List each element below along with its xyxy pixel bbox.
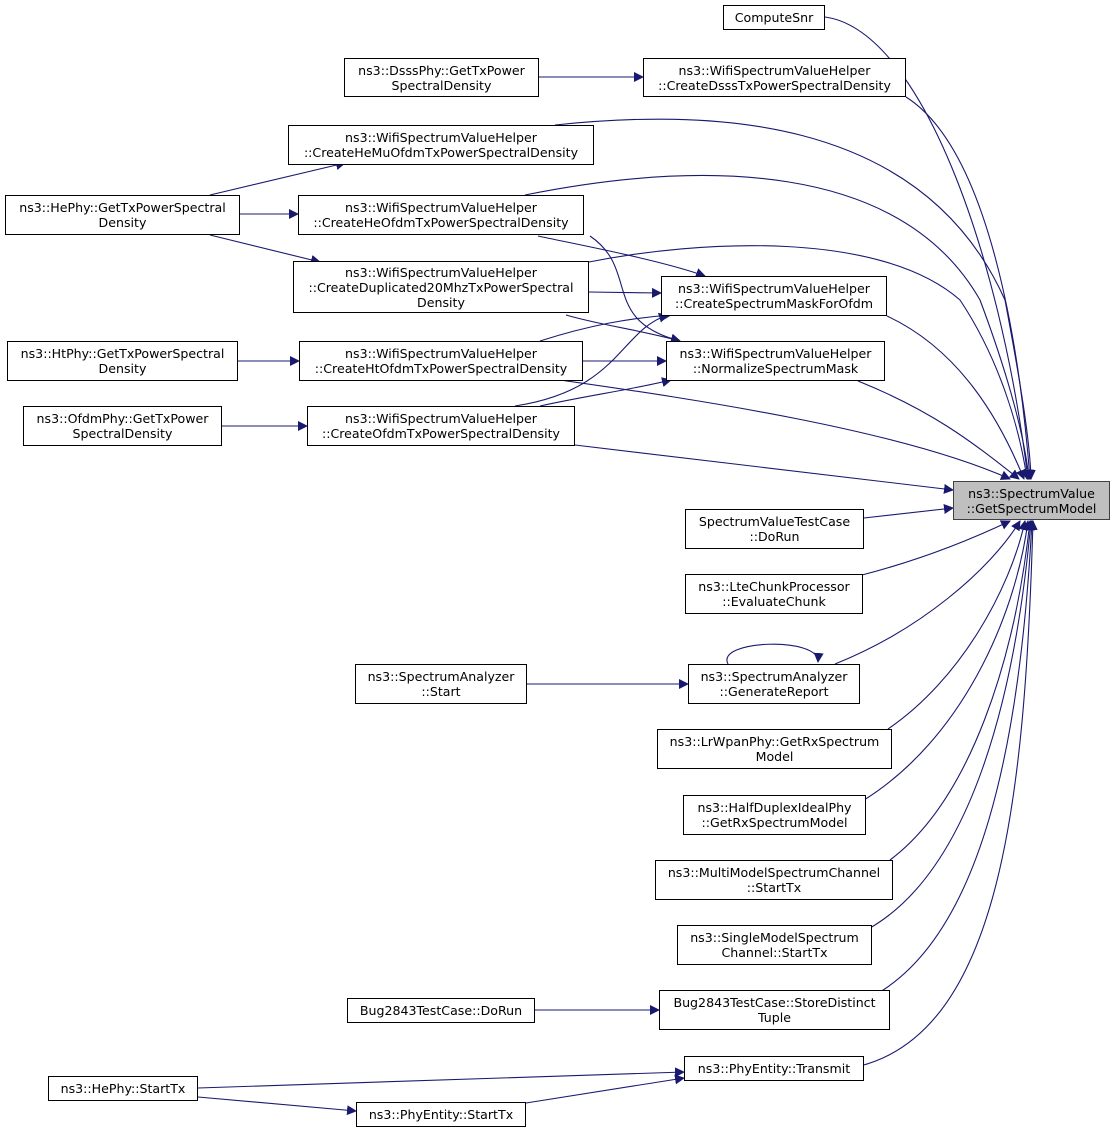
edge-create-ofdm-to-normalize: [539, 377, 672, 407]
node-hephy-starttx[interactable]: ns3::HePhy::StartTx: [48, 1076, 198, 1101]
node-create-ht-label: ns3::WifiSpectrumValueHelper ::CreateHtO…: [314, 346, 568, 376]
edge-create-he-to-create-mask: [537, 235, 706, 278]
node-htphy-get-tx-power-label: ns3::HtPhy::GetTxPowerSpectral Density: [20, 346, 225, 376]
node-spectrum-analyzer-start-label: ns3::SpectrumAnalyzer ::Start: [367, 669, 515, 699]
node-half-duplex-ideal-phy[interactable]: ns3::HalfDuplexIdealPhy ::GetRxSpectrumM…: [683, 795, 866, 835]
node-bug2843-store-distinct[interactable]: Bug2843TestCase::StoreDistinct Tuple: [659, 990, 890, 1030]
node-phy-entity-transmit[interactable]: ns3::PhyEntity::Transmit: [684, 1056, 864, 1081]
edge-create-he-to-normalize: [589, 235, 681, 344]
node-create-duplicated-label: ns3::WifiSpectrumValueHelper ::CreateDup…: [308, 264, 574, 310]
node-create-spectrum-mask-label: ns3::WifiSpectrumValueHelper ::CreateSpe…: [674, 281, 874, 311]
node-dsss-get-tx-power-label: ns3::DsssPhy::GetTxPower SpectralDensity: [358, 62, 525, 93]
node-create-spectrum-mask[interactable]: ns3::WifiSpectrumValueHelper ::CreateSpe…: [661, 276, 887, 316]
node-multi-model-channel[interactable]: ns3::MultiModelSpectrumChannel ::StartTx: [655, 860, 893, 900]
call-edges: [197, 16, 1038, 1116]
node-bug2843-store-distinct-label: Bug2843TestCase::StoreDistinct Tuple: [673, 995, 876, 1025]
node-hephy-get-tx-power[interactable]: ns3::HePhy::GetTxPowerSpectral Density: [5, 195, 240, 235]
edge-lrwpan-to-target: [887, 520, 1028, 730]
edge-create-mask-to-target: [886, 315, 1026, 480]
node-spectrum-value-testcase-label: SpectrumValueTestCase ::DoRun: [698, 514, 851, 544]
node-single-model-channel-label: ns3::SingleModelSpectrum Channel::StartT…: [690, 930, 859, 960]
edge-create-dup-to-target: [588, 245, 1031, 480]
node-create-hemu[interactable]: ns3::WifiSpectrumValueHelper ::CreateHeM…: [288, 125, 594, 165]
node-phy-entity-starttx-label: ns3::PhyEntity::StartTx: [368, 1107, 514, 1122]
edge-lte-to-target: [861, 520, 1011, 576]
edge-hephy-starttx-to-transmit: [197, 1067, 685, 1089]
node-dsss-get-tx-power[interactable]: ns3::DsssPhy::GetTxPower SpectralDensity: [344, 58, 539, 97]
node-normalize-spectrum-mask-label: ns3::WifiSpectrumValueHelper ::Normalize…: [679, 346, 872, 376]
node-phy-entity-transmit-label: ns3::PhyEntity::Transmit: [697, 1061, 851, 1076]
edge-phy-starttx-to-transmit: [525, 1074, 685, 1104]
node-single-model-channel[interactable]: ns3::SingleModelSpectrum Channel::StartT…: [677, 925, 872, 965]
node-generate-report-label: ns3::SpectrumAnalyzer ::GenerateReport: [700, 669, 848, 699]
node-normalize-spectrum-mask[interactable]: ns3::WifiSpectrumValueHelper ::Normalize…: [666, 341, 885, 381]
edge-computesnr-to-target: [824, 16, 1032, 480]
node-spectrum-value-testcase[interactable]: SpectrumValueTestCase ::DoRun: [685, 509, 864, 549]
edge-create-dsss-to-target: [905, 96, 1035, 480]
node-target-label: ns3::SpectrumValue ::GetSpectrumModel: [966, 485, 1097, 516]
edge-create-hemu-to-target: [554, 118, 1036, 480]
node-lrwpan-phy-label: ns3::LrWpanPhy::GetRxSpectrum Model: [669, 734, 880, 764]
edge-halfduplex-to-target: [863, 520, 1032, 801]
node-compute-snr[interactable]: ComputeSnr: [723, 5, 825, 30]
node-multi-model-channel-label: ns3::MultiModelSpectrumChannel ::StartTx: [667, 865, 881, 895]
edge-create-ht-to-create-mask: [539, 310, 672, 342]
node-create-ofdm-label: ns3::WifiSpectrumValueHelper ::CreateOfd…: [321, 411, 561, 441]
edge-create-ofdm-to-target: [574, 444, 954, 494]
edge-hephy-starttx-to-phy-starttx: [197, 1096, 357, 1116]
node-create-he-label: ns3::WifiSpectrumValueHelper ::CreateHeO…: [313, 200, 569, 230]
node-create-ht[interactable]: ns3::WifiSpectrumValueHelper ::CreateHtO…: [299, 341, 583, 381]
edge-he-get-to-create-dup: [209, 234, 321, 265]
node-target: ns3::SpectrumValue ::GetSpectrumModel: [953, 481, 1110, 520]
node-lte-chunk-processor[interactable]: ns3::LteChunkProcessor ::EvaluateChunk: [685, 574, 863, 614]
edge-create-dup-to-normalize: [565, 314, 681, 344]
node-lrwpan-phy[interactable]: ns3::LrWpanPhy::GetRxSpectrum Model: [657, 729, 892, 769]
edge-create-dup-to-create-mask: [588, 287, 662, 298]
edge-create-ht-to-target: [559, 379, 1011, 480]
edge-genreport-to-target: [834, 520, 1021, 665]
node-bug2843-dorun[interactable]: Bug2843TestCase::DoRun: [347, 998, 535, 1023]
node-create-he[interactable]: ns3::WifiSpectrumValueHelper ::CreateHeO…: [298, 195, 584, 235]
node-hephy-starttx-label: ns3::HePhy::StartTx: [60, 1081, 186, 1096]
node-create-dsss[interactable]: ns3::WifiSpectrumValueHelper ::CreateDss…: [643, 58, 906, 97]
node-create-hemu-label: ns3::WifiSpectrumValueHelper ::CreateHeM…: [303, 130, 579, 160]
node-create-dsss-label: ns3::WifiSpectrumValueHelper ::CreateDss…: [658, 62, 891, 93]
node-compute-snr-label: ComputeSnr: [734, 10, 814, 25]
edge-normalize-to-target: [857, 380, 1020, 480]
node-create-duplicated[interactable]: ns3::WifiSpectrumValueHelper ::CreateDup…: [293, 261, 589, 313]
edge-genreport-self-loop: [726, 643, 824, 665]
edge-transmit-to-target: [859, 520, 1038, 1067]
node-phy-entity-starttx[interactable]: ns3::PhyEntity::StartTx: [356, 1102, 526, 1127]
node-hephy-get-tx-power-label: ns3::HePhy::GetTxPowerSpectral Density: [19, 200, 226, 230]
node-ofdmphy-get-tx-power-label: ns3::OfdmPhy::GetTxPower SpectralDensity: [36, 411, 209, 441]
node-generate-report[interactable]: ns3::SpectrumAnalyzer ::GenerateReport: [688, 664, 860, 704]
node-create-ofdm[interactable]: ns3::WifiSpectrumValueHelper ::CreateOfd…: [307, 406, 575, 446]
edge-bug-store-to-target: [879, 520, 1037, 993]
node-lte-chunk-processor-label: ns3::LteChunkProcessor ::EvaluateChunk: [698, 579, 850, 609]
edge-create-ofdm-to-create-mask: [514, 312, 669, 407]
node-htphy-get-tx-power[interactable]: ns3::HtPhy::GetTxPowerSpectral Density: [7, 341, 238, 381]
edge-he-get-to-create-hemu: [209, 160, 346, 196]
edge-create-he-to-target: [524, 175, 1034, 480]
edge-singlemodel-to-target: [869, 520, 1036, 929]
edge-multimodel-to-target: [889, 520, 1035, 861]
node-bug2843-dorun-label: Bug2843TestCase::DoRun: [359, 1003, 523, 1018]
node-ofdmphy-get-tx-power[interactable]: ns3::OfdmPhy::GetTxPower SpectralDensity: [23, 406, 222, 446]
node-half-duplex-ideal-phy-label: ns3::HalfDuplexIdealPhy ::GetRxSpectrumM…: [697, 800, 852, 830]
edge-svtest-to-target: [863, 504, 954, 519]
node-spectrum-analyzer-start[interactable]: ns3::SpectrumAnalyzer ::Start: [355, 664, 527, 704]
